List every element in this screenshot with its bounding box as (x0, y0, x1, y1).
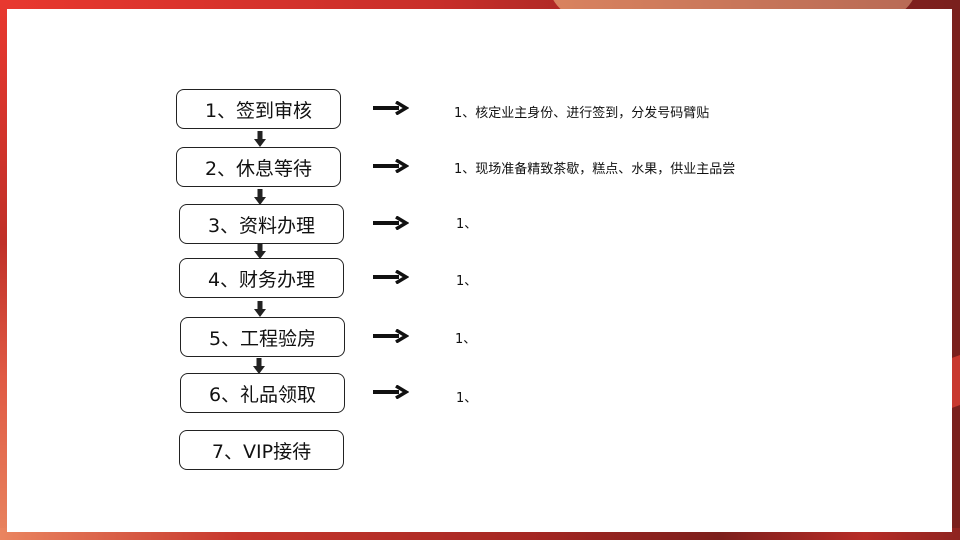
slide-panel (7, 9, 952, 532)
step-box-1: 1、签到审核 (176, 89, 341, 129)
step-description-3: 1、 (456, 217, 478, 232)
right-arrow-icon (373, 270, 409, 284)
right-arrow-icon (373, 101, 409, 115)
step-box-5: 5、工程验房 (180, 317, 345, 357)
step-description-1: 1、核定业主身份、进行签到，分发号码臂贴 (454, 106, 710, 121)
step-description-4: 1、 (456, 274, 478, 289)
step-description-2: 1、现场准备精致茶歇，糕点、水果，供业主品尝 (454, 162, 736, 177)
step-description-6: 1、 (456, 391, 478, 406)
step-label: 6、礼品领取 (208, 383, 317, 406)
step-label: 1、签到审核 (204, 99, 313, 122)
step-label: 2、休息等待 (204, 157, 313, 180)
down-arrow-icon (254, 243, 266, 259)
down-arrow-icon (253, 358, 265, 374)
step-label: 7、VIP接待 (211, 440, 312, 463)
step-label: 4、财务办理 (207, 268, 316, 291)
down-arrow-icon (254, 189, 266, 205)
step-box-4: 4、财务办理 (179, 258, 344, 298)
step-label: 5、工程验房 (208, 327, 317, 350)
step-box-3: 3、资料办理 (179, 204, 344, 244)
right-arrow-icon (373, 216, 409, 230)
right-arrow-icon (373, 385, 409, 399)
down-arrow-icon (254, 131, 266, 147)
step-box-7: 7、VIP接待 (179, 430, 344, 470)
step-box-6: 6、礼品领取 (180, 373, 345, 413)
down-arrow-icon (254, 301, 266, 317)
right-arrow-icon (373, 329, 409, 343)
step-description-5: 1、 (455, 332, 477, 347)
step-label: 3、资料办理 (207, 214, 316, 237)
right-arrow-icon (373, 159, 409, 173)
step-box-2: 2、休息等待 (176, 147, 341, 187)
